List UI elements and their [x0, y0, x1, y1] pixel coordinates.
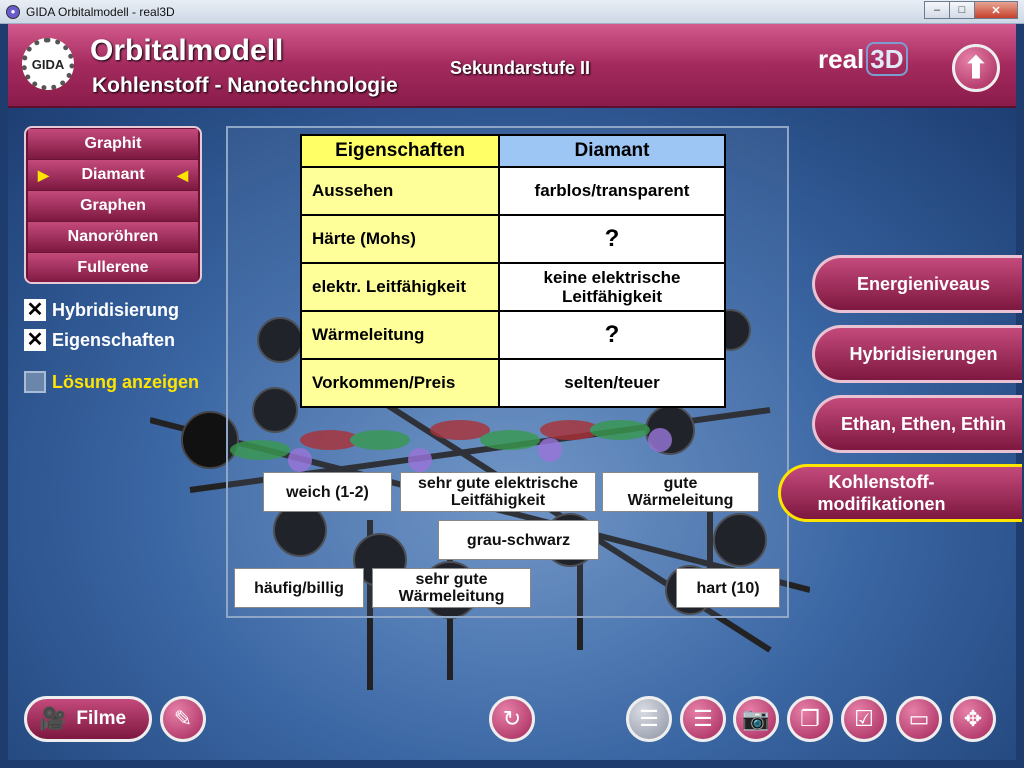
- answer-card[interactable]: häufig/billig: [234, 568, 364, 608]
- nav-item-graphen[interactable]: Graphen: [28, 191, 198, 221]
- hybridisierung-label: Hybridisierung: [52, 299, 180, 320]
- properties-table: Eigenschaften Diamant Aussehen farblos/t…: [300, 134, 726, 408]
- panel-toggle-button[interactable]: ☰: [680, 696, 726, 742]
- window-title: GIDA Orbitalmodell - real3D: [26, 4, 175, 19]
- column-header: Diamant: [498, 134, 726, 168]
- filme-button[interactable]: 🎥 Filme: [24, 696, 152, 742]
- minimize-button[interactable]: –: [924, 1, 950, 19]
- gida-logo: GIDA: [22, 38, 74, 90]
- refresh-icon: ↻: [502, 706, 522, 731]
- brand-text: real: [818, 44, 865, 74]
- hybridisierung-option[interactable]: ✕ Hybridisierung: [24, 299, 179, 321]
- filme-label: Filme: [76, 708, 127, 729]
- copy-button[interactable]: ❐: [787, 696, 833, 742]
- right-triangle-icon: ▶: [38, 166, 49, 183]
- answer-card[interactable]: grau-schwarz: [438, 520, 599, 560]
- table-row: Vorkommen/Preis selten/teuer: [300, 358, 726, 408]
- check-button[interactable]: ☑: [841, 696, 887, 742]
- drop-target-cell[interactable]: ?: [498, 310, 726, 360]
- maximize-button[interactable]: □: [949, 1, 975, 19]
- value-cell: selten/teuer: [498, 358, 726, 408]
- table-row: Aussehen farblos/transparent: [300, 166, 726, 216]
- property-cell: Wärmeleitung: [300, 310, 500, 360]
- copy-icon: ❐: [800, 706, 820, 731]
- notes-button[interactable]: ✎: [160, 696, 206, 742]
- eigenschaften-label: Eigenschaften: [52, 329, 176, 350]
- nav-item-graphit[interactable]: Graphit: [28, 129, 198, 159]
- loesung-label: Lösung anzeigen: [52, 371, 200, 392]
- answer-card[interactable]: hart (10): [676, 568, 780, 608]
- nav-item-label: Graphit: [84, 135, 142, 152]
- screenshot-button[interactable]: 📷: [733, 696, 779, 742]
- move-arrows-icon: ✥: [963, 706, 983, 731]
- table-row: elektr. Leitfähigkeit keine elektrische …: [300, 262, 726, 312]
- logo-text: GIDA: [31, 56, 65, 72]
- drop-target-cell[interactable]: ?: [498, 214, 726, 264]
- page-subtitle: Kohlenstoff - Nanotechnologie: [92, 74, 398, 97]
- value-cell: keine elektrische Leitfähigkeit: [498, 262, 726, 312]
- window-icon: ▭: [908, 706, 930, 731]
- panel-toggle-grey-button[interactable]: ☰: [626, 696, 672, 742]
- edit-note-icon: ✎: [173, 706, 193, 731]
- move-button[interactable]: ✥: [950, 696, 996, 742]
- nav-item-label: Fullerene: [77, 259, 149, 276]
- hybridisierungen-button[interactable]: Hybridisierungen: [812, 325, 1022, 383]
- nav-item-fullerene[interactable]: Fullerene: [28, 253, 198, 282]
- up-arrow-button[interactable]: ⬆: [952, 44, 1000, 92]
- checkbox-icon: ☑: [854, 706, 874, 731]
- table-row: Wärmeleitung ?: [300, 310, 726, 360]
- hybridisierung-checkbox[interactable]: ✕: [24, 299, 46, 321]
- eigenschaften-checkbox[interactable]: ✕: [24, 329, 46, 351]
- property-cell: Vorkommen/Preis: [300, 358, 500, 408]
- app-icon: ●: [6, 4, 20, 19]
- camera-icon: 📷: [742, 706, 770, 731]
- answer-card[interactable]: weich (1-2): [263, 472, 392, 512]
- ethan-ethen-ethin-button[interactable]: Ethan, Ethen, Ethin: [812, 395, 1022, 453]
- page-title: Orbitalmodell: [90, 34, 284, 67]
- property-cell: Härte (Mohs): [300, 214, 500, 264]
- window-titlebar: ● GIDA Orbitalmodell - real3D – □ ✕: [0, 0, 1024, 24]
- fullscreen-button[interactable]: ▭: [896, 696, 942, 742]
- brand-3d-text: 3D: [866, 42, 908, 76]
- answer-card[interactable]: gute Wärmeleitung: [602, 472, 759, 512]
- level-label: Sekundarstufe II: [450, 58, 591, 78]
- energieniveaus-button[interactable]: Energieniveaus: [812, 255, 1022, 313]
- table-header-row: Eigenschaften Diamant: [300, 134, 726, 168]
- answer-card[interactable]: sehr gute Wärmeleitung: [372, 568, 531, 608]
- nav-item-diamant[interactable]: ▶ Diamant ◀: [28, 160, 198, 190]
- up-arrow-icon: ⬆: [963, 51, 989, 85]
- app-header: GIDA Orbitalmodell Kohlenstoff - Nanotec…: [8, 24, 1016, 108]
- property-cell: Aussehen: [300, 166, 500, 216]
- menu-icon: ☰: [693, 706, 713, 731]
- property-cell: elektr. Leitfähigkeit: [300, 262, 500, 312]
- nav-item-label: Nanoröhren: [67, 228, 159, 245]
- loesung-checkbox[interactable]: [24, 371, 46, 393]
- answer-card[interactable]: sehr gute elektrische Leitfähigkeit: [400, 472, 596, 512]
- reset-button[interactable]: ↻: [489, 696, 535, 742]
- list-icon: ☰: [639, 706, 659, 731]
- close-button[interactable]: ✕: [974, 1, 1018, 19]
- loesung-option[interactable]: Lösung anzeigen: [24, 371, 199, 393]
- table-row: Härte (Mohs) ?: [300, 214, 726, 264]
- value-cell: farblos/transparent: [498, 166, 726, 216]
- kohlenstoffmodifikationen-button[interactable]: Kohlenstoff-modifikationen: [778, 464, 1022, 522]
- column-header: Eigenschaften: [300, 134, 500, 168]
- left-triangle-icon: ◀: [177, 166, 188, 183]
- nav-item-label: Diamant: [81, 166, 145, 183]
- eigenschaften-option[interactable]: ✕ Eigenschaften: [24, 329, 175, 351]
- nav-item-label: Graphen: [80, 197, 146, 214]
- modification-nav: Graphit ▶ Diamant ◀ Graphen Nanoröhren F…: [24, 126, 202, 284]
- window-controls: – □ ✕: [924, 1, 1018, 19]
- nav-item-nanoroehren[interactable]: Nanoröhren: [28, 222, 198, 252]
- film-camera-icon: 🎥: [39, 706, 67, 731]
